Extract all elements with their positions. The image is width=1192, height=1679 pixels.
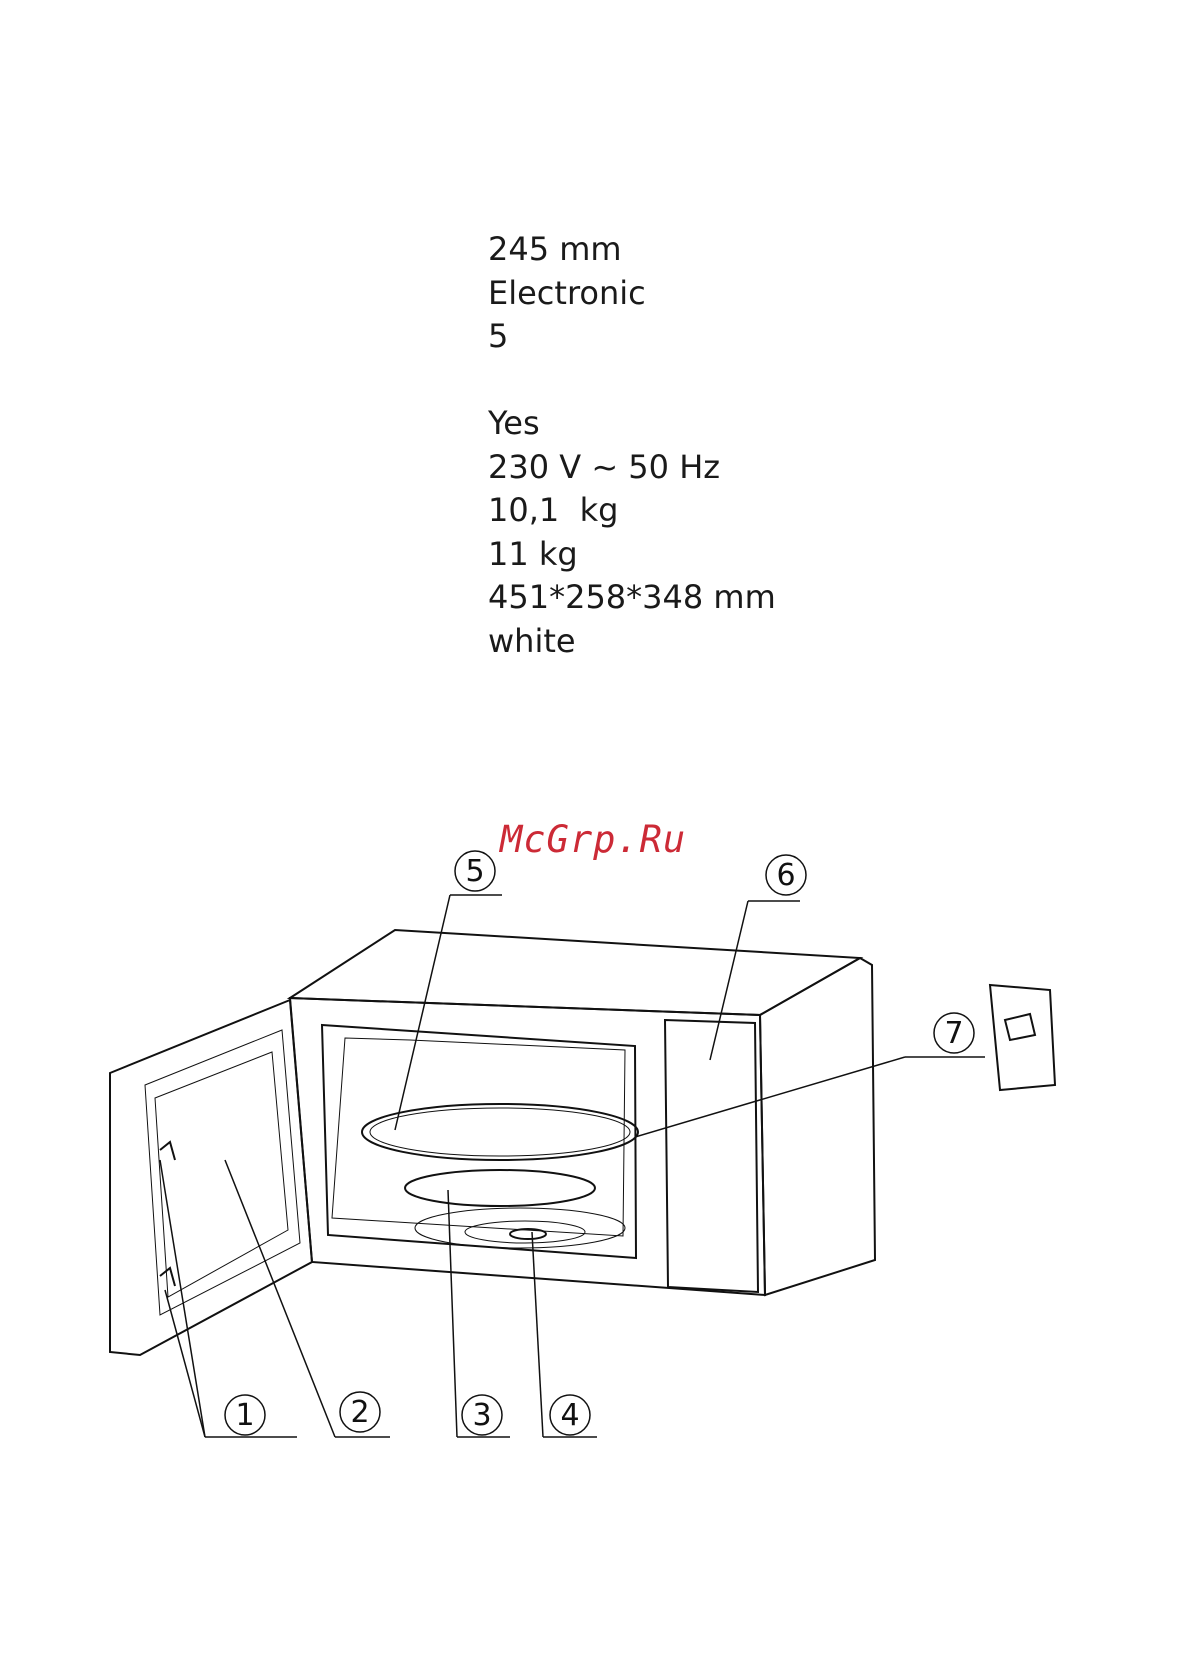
spec-value-power-supply: 230 V ~ 50 Hz — [488, 446, 776, 490]
callout-number-5: 5 — [465, 854, 484, 889]
spec-value-color: white — [488, 620, 776, 664]
callout-7: 7 — [635, 1013, 985, 1137]
callout-number-1: 1 — [235, 1398, 254, 1433]
spec-value-timer: Yes — [488, 402, 776, 446]
spec-value-gross-weight: 11 kg — [488, 533, 776, 577]
microwave-illustration — [110, 930, 1055, 1355]
callout-number-2: 2 — [350, 1395, 369, 1430]
callout-number-4: 4 — [560, 1398, 579, 1433]
spec-value-power-levels: 5 — [488, 315, 776, 359]
microwave-parts-diagram: 1 2 3 4 5 — [0, 800, 1192, 1500]
spec-values-list: 245 mm Electronic 5 Yes 230 V ~ 50 Hz 10… — [488, 228, 776, 663]
spec-value-dimensions: 451*258*348 mm — [488, 576, 776, 620]
callout-4: 4 — [532, 1232, 597, 1437]
spec-value-blank — [488, 359, 776, 403]
spec-value-turntable-diameter: 245 mm — [488, 228, 776, 272]
callout-number-7: 7 — [944, 1016, 963, 1051]
callout-labels: 1 2 3 4 5 — [160, 851, 985, 1437]
callout-6: 6 — [710, 855, 806, 1060]
spec-value-control-type: Electronic — [488, 272, 776, 316]
callout-5: 5 — [395, 851, 502, 1130]
callout-number-3: 3 — [472, 1398, 491, 1433]
callout-number-6: 6 — [776, 858, 795, 893]
callout-1: 1 — [160, 1160, 297, 1437]
spec-value-net-weight: 10,1 kg — [488, 489, 776, 533]
